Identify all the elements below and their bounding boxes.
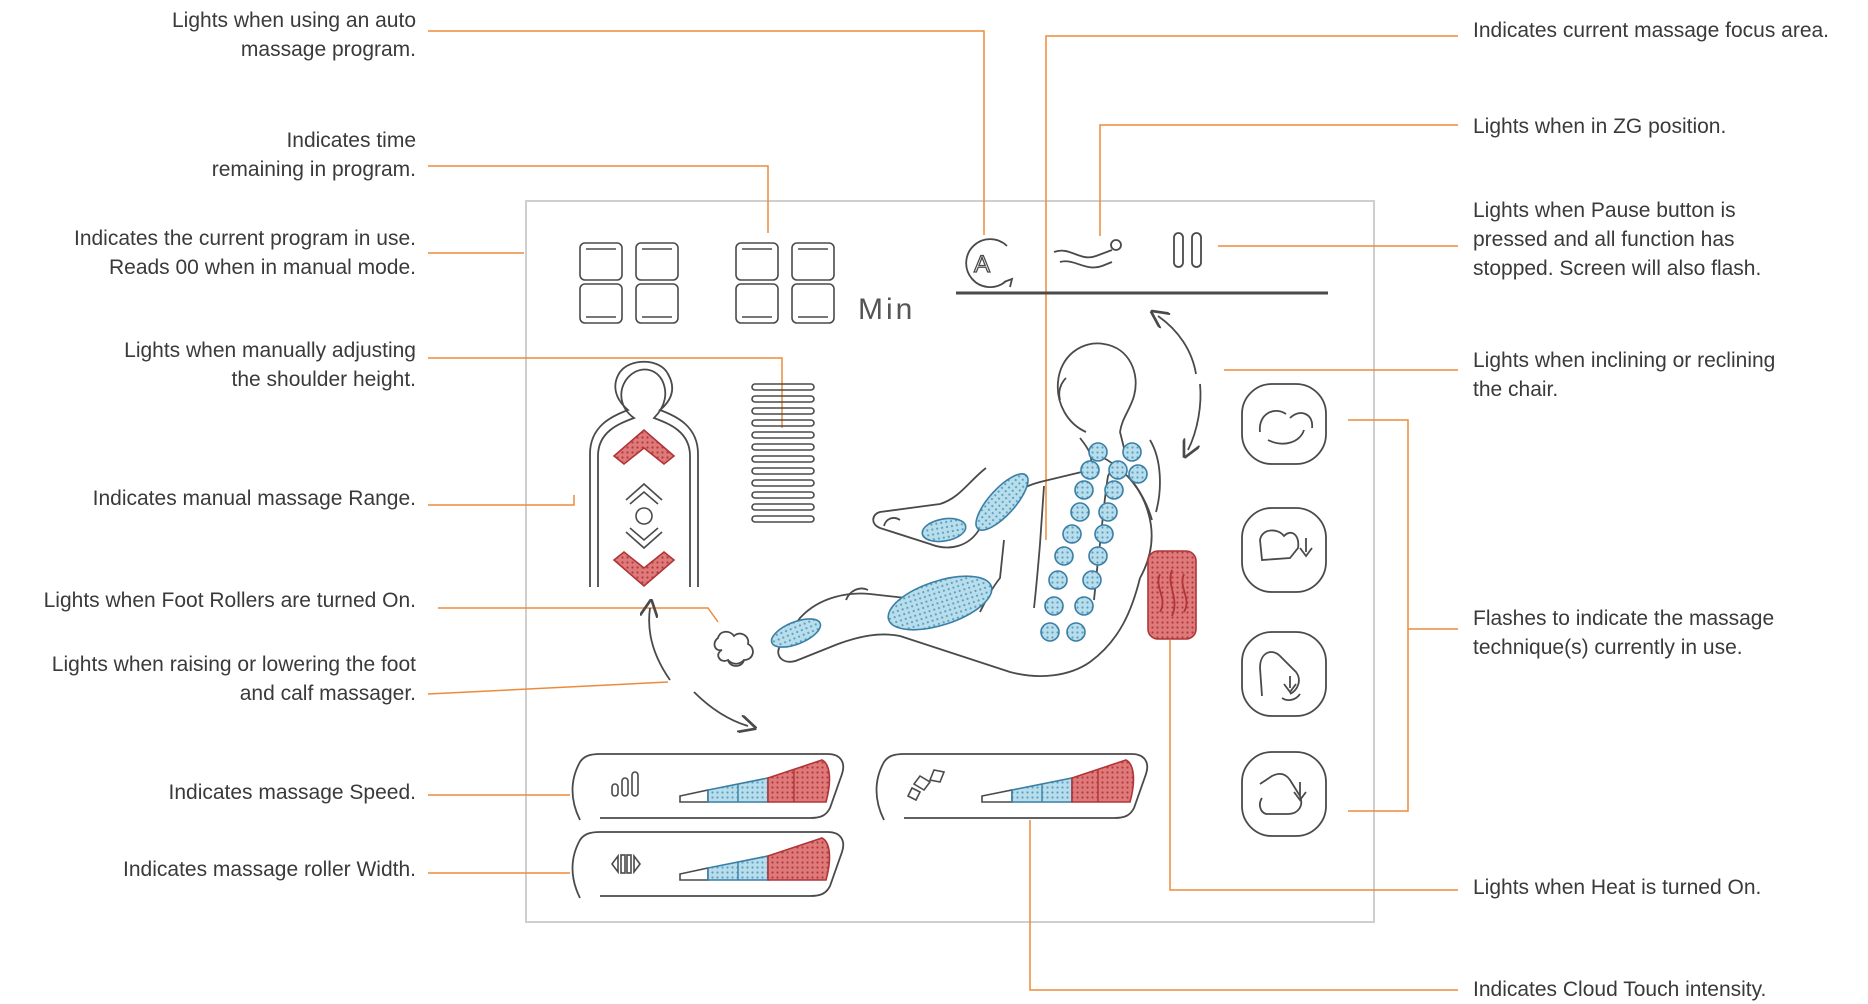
shoulder-bar xyxy=(752,444,814,450)
width-bar xyxy=(573,832,844,898)
leader-manual-range xyxy=(428,495,574,505)
svg-text:A: A xyxy=(974,251,990,278)
leader-auto-program xyxy=(428,31,984,235)
speed-bar xyxy=(573,754,844,820)
incline-arrows-icon xyxy=(1158,316,1201,450)
leader-zg-position xyxy=(1100,125,1458,236)
program-digits xyxy=(580,243,678,323)
technique-kneading-icon xyxy=(1242,508,1326,592)
cloud-touch-bar xyxy=(877,754,1148,820)
massage-focus-zones xyxy=(768,443,1147,653)
zone-upper-arm xyxy=(920,515,967,544)
digit-1 xyxy=(580,243,622,323)
shoulder-bar xyxy=(752,480,814,486)
spine-node xyxy=(1055,547,1073,565)
cloud-touch-level-icon xyxy=(908,770,944,800)
spine-node xyxy=(1063,525,1081,543)
technique-rolling-icon xyxy=(1242,384,1326,464)
spine-node xyxy=(1081,461,1099,479)
min-unit-label: Min xyxy=(858,293,915,326)
manual-range-figure xyxy=(590,362,698,587)
leader-lines xyxy=(428,31,1458,990)
pause-icon xyxy=(1174,233,1201,267)
technique-tapping-icon xyxy=(1242,632,1326,716)
spine-nodes xyxy=(1041,443,1147,641)
technique-icons xyxy=(1242,384,1326,836)
shoulder-bar xyxy=(752,456,814,462)
zero-gravity-icon xyxy=(1054,240,1121,268)
shoulder-bar xyxy=(752,408,814,414)
spine-node xyxy=(1089,547,1107,565)
spine-node xyxy=(1089,443,1107,461)
leader-time-remaining xyxy=(428,166,768,233)
spine-node xyxy=(1075,597,1093,615)
spine-node xyxy=(1045,597,1063,615)
width-level-icon xyxy=(612,855,640,873)
shoulder-bar xyxy=(752,492,814,498)
technique-shiatsu-icon xyxy=(1242,752,1326,836)
spine-node xyxy=(1041,623,1059,641)
spine-node xyxy=(1083,571,1101,589)
shoulder-height-bars xyxy=(752,384,814,522)
spine-node xyxy=(1109,461,1127,479)
speed-level-icon xyxy=(612,772,638,796)
auto-program-icon: A xyxy=(966,239,1012,287)
spine-node xyxy=(1071,503,1089,521)
leader-shoulder-height xyxy=(428,358,782,428)
heat-icon xyxy=(1148,551,1196,639)
leader-focus-area xyxy=(1046,36,1458,540)
zone-calf xyxy=(882,565,998,640)
leader-technique xyxy=(1348,420,1408,811)
spine-node xyxy=(1095,525,1113,543)
shoulder-bar xyxy=(752,516,814,522)
leader-foot-rollers xyxy=(438,608,718,622)
leader-heat xyxy=(1170,640,1458,890)
range-up-red-icon xyxy=(614,430,674,464)
shoulder-bar xyxy=(752,468,814,474)
shoulder-bar xyxy=(752,504,814,510)
spine-node xyxy=(1129,465,1147,483)
range-down-red-icon xyxy=(614,552,674,586)
spine-node xyxy=(1067,623,1085,641)
shoulder-bar xyxy=(752,420,814,426)
shoulder-bar xyxy=(752,432,814,438)
spine-node xyxy=(1049,571,1067,589)
zone-foot xyxy=(768,613,824,653)
spine-node xyxy=(1075,481,1093,499)
spine-node xyxy=(1099,503,1117,521)
shoulder-bar xyxy=(752,384,814,390)
range-middle-icons xyxy=(626,484,662,548)
spine-node xyxy=(1105,481,1123,499)
shoulder-bar xyxy=(752,396,814,402)
leader-cloud-touch xyxy=(1030,820,1458,990)
time-digits xyxy=(736,243,834,323)
foot-roller-icon xyxy=(715,632,753,666)
spine-node xyxy=(1123,443,1141,461)
leader-foot-calf xyxy=(428,682,668,694)
foot-calf-arrows-icon xyxy=(649,608,748,726)
digit-3 xyxy=(736,243,778,323)
digit-2 xyxy=(636,243,678,323)
digit-4 xyxy=(792,243,834,323)
zone-thigh xyxy=(968,467,1035,538)
